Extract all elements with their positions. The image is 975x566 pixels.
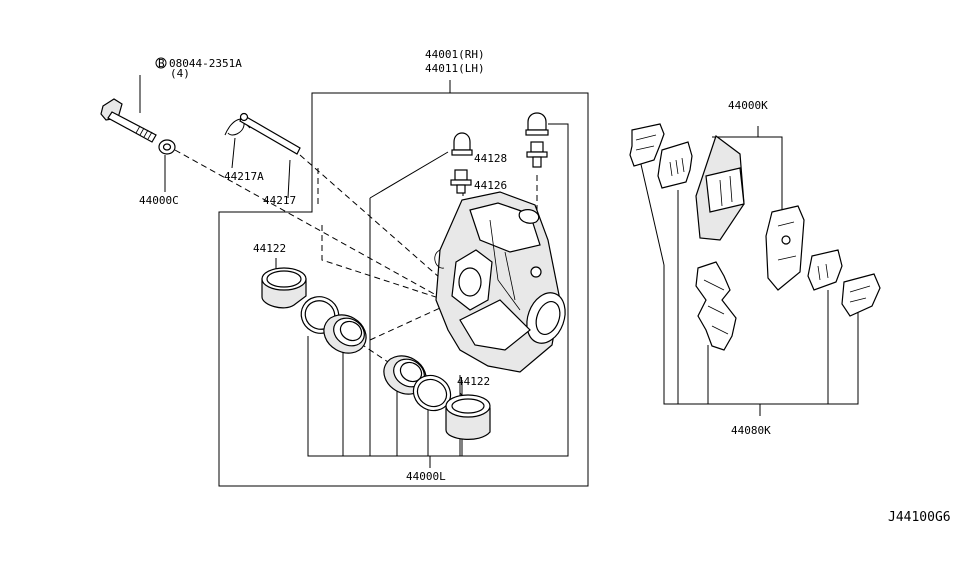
label-bolt-qty: (4)	[170, 67, 190, 80]
label-bleeder-screw: 44126	[474, 179, 507, 192]
pad-shim-outer	[629, 123, 665, 167]
label-clip: 44217A	[224, 170, 264, 183]
pad-retaining-spring	[695, 261, 737, 351]
caliper-assembly-bracket	[218, 80, 589, 487]
guide-pin	[239, 112, 301, 155]
label-bolt: 08044-2351A	[169, 57, 242, 70]
label-caliper-lh: 44011(LH)	[425, 62, 485, 75]
label-caliper-rh: 44001(RH)	[425, 48, 485, 61]
caliper-bolt	[100, 98, 157, 143]
anti-rattle-shim-right	[807, 249, 843, 291]
bleeder-screw-right	[526, 141, 548, 168]
label-bleeder-cap: 44128	[474, 152, 507, 165]
label-diagram-id: J44100G6	[888, 510, 951, 525]
label-pin: 44217	[263, 194, 296, 207]
bolt-circle-marker: B	[155, 57, 167, 70]
anti-rattle-shim-far-right	[841, 273, 881, 317]
fastener-leaders	[139, 75, 467, 401]
label-piston-upper: 44122	[253, 242, 286, 255]
bleeder-cap-left	[451, 132, 473, 156]
label-piston-lower: 44122	[457, 375, 490, 388]
brake-pad-outer	[695, 135, 745, 241]
pad-kit-bracket	[639, 126, 859, 416]
bleeder-cap-right	[525, 112, 549, 136]
label-washer: 44000C	[139, 194, 179, 207]
bleeder-screw-left	[450, 169, 472, 194]
label-hardware-kit: 44080K	[731, 424, 771, 437]
brake-pad-inner	[765, 205, 805, 291]
dust-boot-upper	[323, 314, 367, 354]
washer	[158, 139, 176, 155]
label-pad-kit: 44000K	[728, 99, 768, 112]
seal-kit-bracket	[307, 198, 461, 468]
pad-shim-inner	[657, 141, 693, 189]
piston-upper	[261, 267, 307, 309]
label-seal-kit: 44000L	[406, 470, 446, 483]
piston-lower	[445, 394, 491, 440]
bolt-circle-letter: B	[158, 57, 165, 70]
caliper-body	[434, 191, 566, 373]
